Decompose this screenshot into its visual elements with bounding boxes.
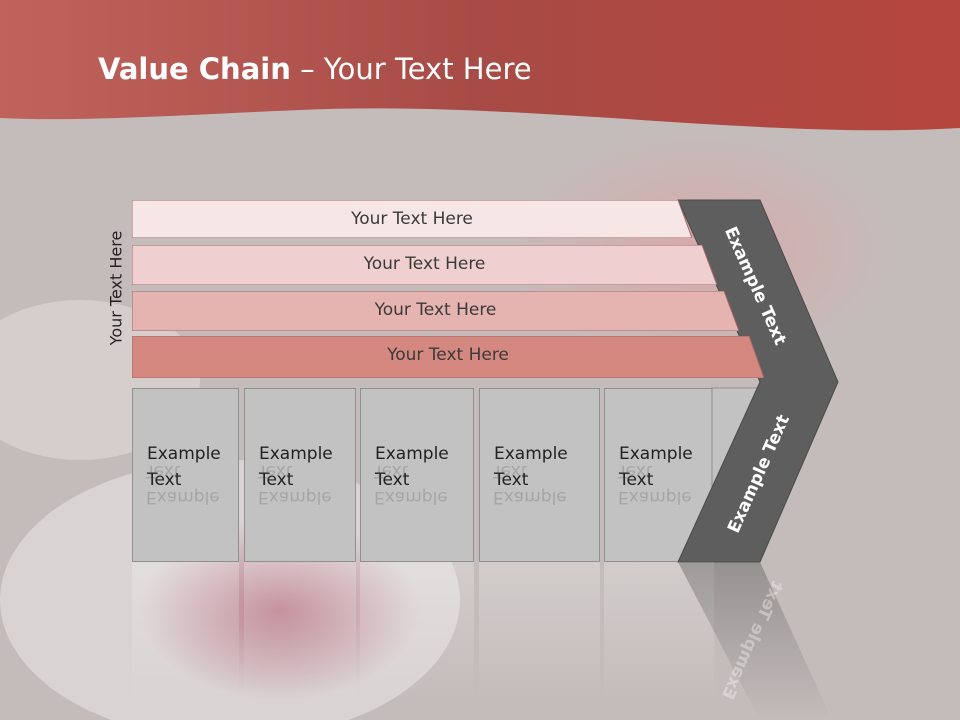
bar-3: Your Text Here — [132, 291, 739, 331]
cell-3-line2: Text — [375, 470, 410, 490]
cell-1: Example Text — [132, 388, 239, 562]
title-bold: Value Chain — [98, 52, 291, 86]
cell-2-line1: Example — [259, 444, 333, 464]
bar-1-label: Your Text Here — [351, 209, 473, 229]
bar-3-label: Your Text Here — [374, 300, 497, 320]
bar-1: Your Text Here — [132, 200, 692, 238]
slide-title: Value Chain – Your Text Here — [98, 52, 532, 86]
cell-4-line1: Example — [494, 444, 568, 464]
cell-4: Example Text — [479, 388, 600, 562]
side-label: Your Text Here — [106, 230, 126, 346]
bar-4: Your Text Here — [132, 336, 764, 378]
cell-5-line2: Text — [619, 470, 654, 490]
cell-4-line2: Text — [494, 470, 529, 490]
cell-3-line1: Example — [375, 444, 449, 464]
bar-2-shape — [132, 245, 717, 285]
bar-4-label: Your Text Here — [387, 345, 509, 365]
reflection-shapes — [132, 562, 832, 720]
bar-2: Your Text Here — [132, 245, 717, 285]
cell-3: Example Text — [360, 388, 474, 562]
bar-3-shape — [132, 291, 739, 331]
bar-2-label: Your Text Here — [363, 254, 486, 274]
cell-1-line1: Example — [147, 444, 221, 464]
cell-2: Example Text — [244, 388, 356, 562]
cell-5-line1: Example — [619, 444, 693, 464]
bar-4-shape — [132, 336, 764, 378]
cell-1-line2: Text — [147, 470, 182, 490]
cell-2-line2: Text — [259, 470, 294, 490]
bar-1-shape — [132, 200, 692, 238]
title-rest: – Your Text Here — [290, 52, 532, 86]
